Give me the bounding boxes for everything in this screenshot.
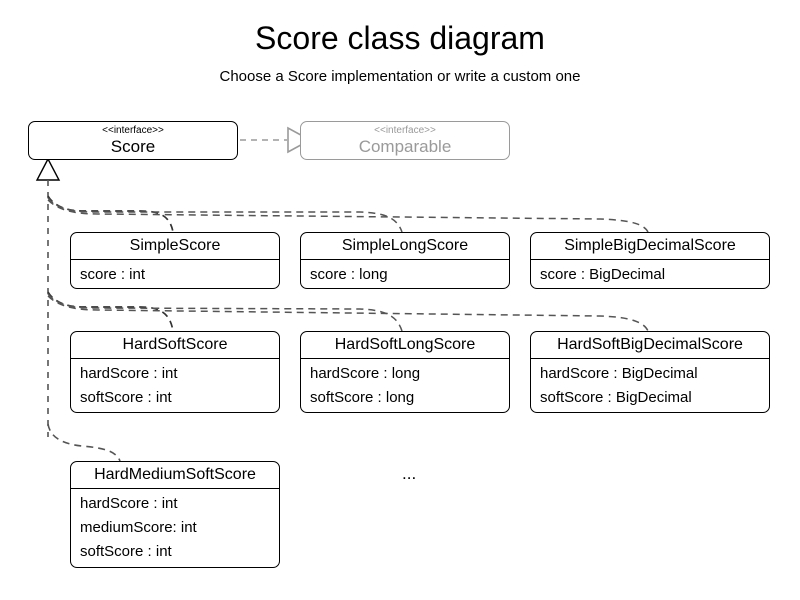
class-attributes: hardScore : int softScore : int: [71, 359, 279, 412]
class-name: SimpleBigDecimalScore: [531, 233, 769, 260]
interface-name: Score: [110, 137, 156, 156]
class-attribute: score : int: [80, 266, 146, 283]
class-attribute: softScore : BigDecimal: [540, 389, 692, 406]
interface-stereotype: <<interface>>: [374, 125, 436, 136]
class-box-hardmediumsoftscore[interactable]: HardMediumSoftScore hardScore : int medi…: [70, 461, 280, 568]
interface-stereotype: <<interface>>: [102, 125, 164, 136]
class-name: HardSoftBigDecimalScore: [531, 332, 769, 359]
class-attributes: score : BigDecimal: [531, 260, 769, 288]
class-attribute: hardScore : long: [310, 365, 421, 382]
inheritance-branch-hardsoftbigdecimalscore: [47, 295, 649, 332]
class-attribute: hardScore : BigDecimal: [540, 365, 698, 382]
inheritance-branch-simplescore: [47, 195, 174, 233]
class-box-hardsoftscore[interactable]: HardSoftScore hardScore : int softScore …: [70, 331, 280, 413]
class-attribute: softScore : long: [310, 389, 415, 406]
class-box-simplebigdecimalscore[interactable]: SimpleBigDecimalScore score : BigDecimal: [530, 232, 770, 289]
inheritance-branch-hardmediumsoftscore: [47, 423, 121, 462]
class-attribute: score : BigDecimal: [540, 266, 666, 283]
class-box-simplescore[interactable]: SimpleScore score : int: [70, 232, 280, 289]
class-attribute: hardScore : int: [80, 365, 178, 382]
page-subtitle: Choose a Score implementation or write a…: [219, 68, 581, 85]
class-attribute: score : long: [310, 266, 388, 283]
more-classes-ellipsis: ...: [402, 464, 417, 483]
class-attributes: score : int: [71, 260, 279, 288]
class-attributes: hardScore : int mediumScore: int softSco…: [71, 489, 279, 567]
class-name: SimpleLongScore: [301, 233, 509, 260]
interface-name: Comparable: [358, 137, 452, 156]
page-title: Score class diagram: [255, 20, 545, 56]
class-attributes: hardScore : BigDecimal softScore : BigDe…: [531, 359, 769, 412]
inheritance-branch-simplelongscore: [47, 197, 403, 233]
class-attribute: softScore : int: [80, 389, 172, 406]
interface-box-comparable[interactable]: <<interface>> Comparable: [300, 121, 510, 160]
class-attribute: softScore : int: [80, 543, 172, 560]
interface-box-score[interactable]: <<interface>> Score: [28, 121, 238, 160]
inheritance-branch-simplebigdecimalscore: [47, 199, 649, 233]
inheritance-branch-hardsoftscore: [47, 291, 174, 332]
class-box-hardsoftlongscore[interactable]: HardSoftLongScore hardScore : long softS…: [300, 331, 510, 413]
class-attribute: hardScore : int: [80, 495, 178, 512]
class-attribute: mediumScore: int: [80, 519, 197, 536]
class-box-simplelongscore[interactable]: SimpleLongScore score : long: [300, 232, 510, 289]
class-attributes: hardScore : long softScore : long: [301, 359, 509, 412]
class-name: HardSoftScore: [71, 332, 279, 359]
generalization-arrowhead-icon: [35, 157, 61, 181]
class-name: HardMediumSoftScore: [71, 462, 279, 489]
class-box-hardsoftbigdecimalscore[interactable]: HardSoftBigDecimalScore hardScore : BigD…: [530, 331, 770, 413]
inheritance-branch-hardsoftlongscore: [47, 293, 403, 332]
class-name: SimpleScore: [71, 233, 279, 260]
class-name: HardSoftLongScore: [301, 332, 509, 359]
class-attributes: score : long: [301, 260, 509, 288]
